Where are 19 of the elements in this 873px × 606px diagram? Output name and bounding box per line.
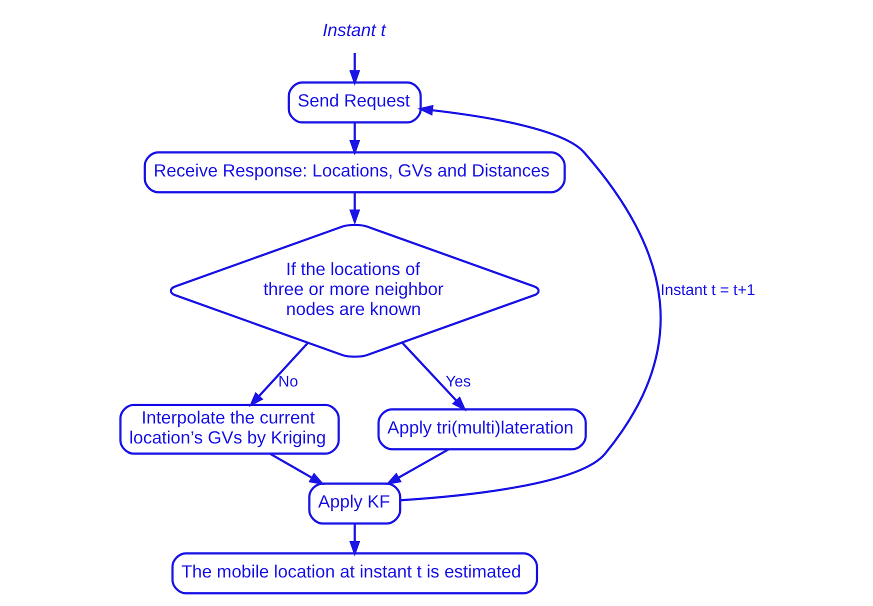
node-box: Interpolate the current location’s GVs by Kriging (118, 404, 340, 455)
arrow (400, 104, 661, 502)
node-box: Apply tri(multi)lateration (376, 408, 586, 450)
arrow (269, 452, 324, 486)
arrow (385, 448, 449, 486)
arrow (348, 122, 360, 156)
node-box: The mobile location at instant t is estimated (170, 552, 538, 594)
arrow (248, 342, 308, 408)
arrow (348, 524, 360, 557)
arrow (348, 192, 360, 226)
node-box: Send Request (287, 81, 422, 124)
node-box: Apply KF (308, 482, 401, 525)
arrow (400, 342, 466, 412)
edge-label: Instant t = t+1 (660, 282, 755, 299)
edge-label: Yes (445, 373, 470, 390)
arrow (348, 52, 360, 86)
node-text: Instant t (322, 20, 386, 40)
node-box: Receive Response: Locations, GVs and Distances (143, 151, 566, 194)
edge-label: No (278, 373, 298, 390)
